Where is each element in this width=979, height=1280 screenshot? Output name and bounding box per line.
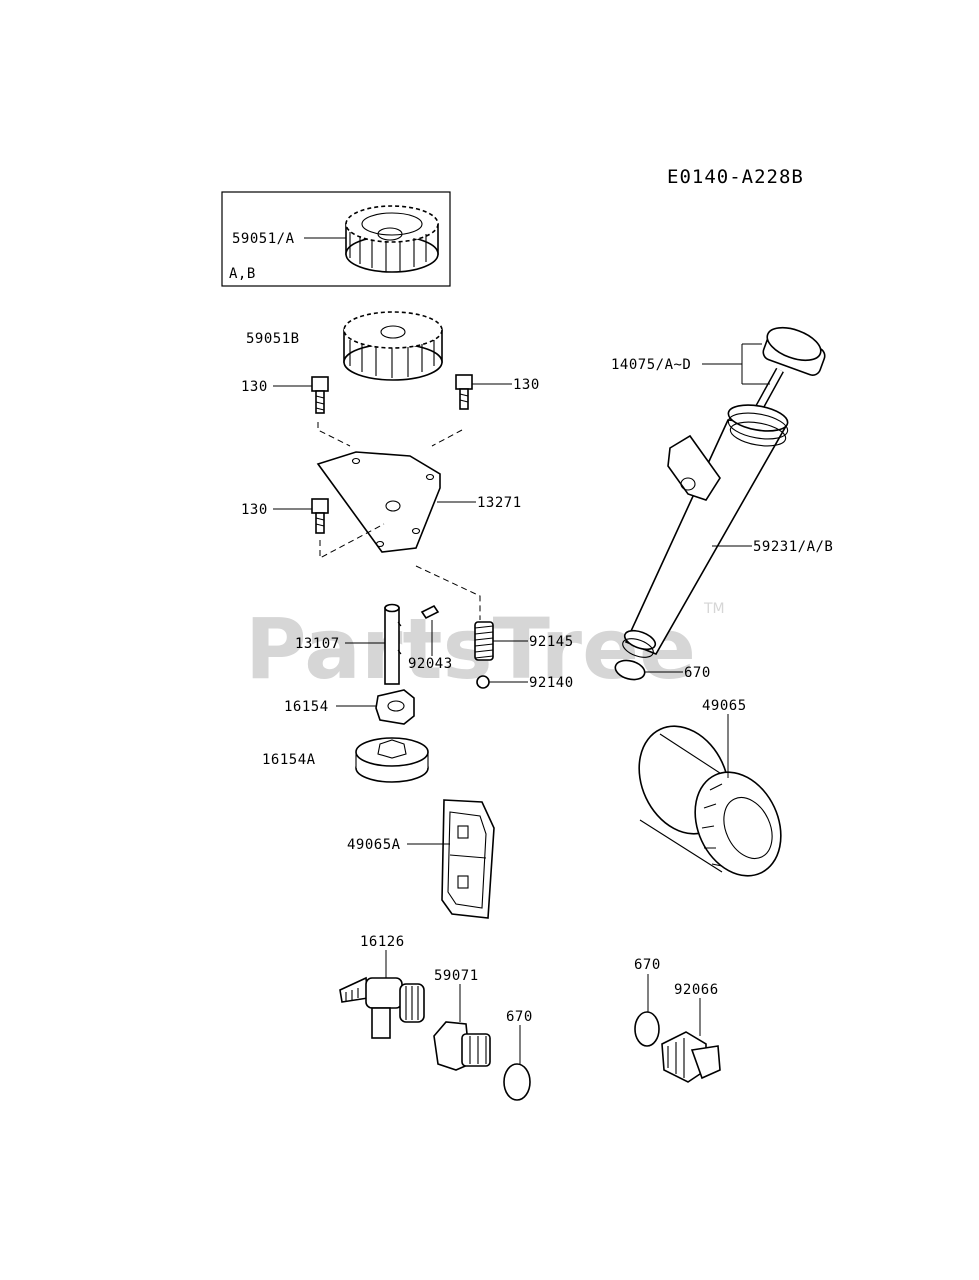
label-92140: 92140 <box>529 675 574 691</box>
shaft-13107[interactable] <box>384 603 402 685</box>
label-670-tube: 670 <box>684 665 711 681</box>
adapter-59071[interactable] <box>433 1021 491 1071</box>
label-59231: 59231/A/B <box>753 539 833 555</box>
label-13271: 13271 <box>477 495 522 511</box>
fitting-16126[interactable] <box>339 976 425 1039</box>
inset-box: A,B <box>221 191 451 287</box>
label-49065: 49065 <box>702 698 747 714</box>
label-59071: 59071 <box>434 968 479 984</box>
plug-92066[interactable] <box>661 1031 721 1083</box>
diagram-code: E0140-A228B <box>667 166 804 188</box>
inset-note: A,B <box>229 266 256 282</box>
rotor-16154[interactable] <box>375 689 415 725</box>
spring-92145[interactable] <box>474 621 494 661</box>
pin-92043[interactable] <box>420 604 440 620</box>
oil-filter-49065[interactable] <box>622 711 797 889</box>
plate-13271[interactable] <box>316 451 441 553</box>
watermark: PartsTree TM <box>245 600 725 698</box>
label-14075: 14075/A~D <box>611 357 691 373</box>
label-130-left-mid: 130 <box>241 502 268 518</box>
tube-59231[interactable] <box>620 401 789 661</box>
oring-670-tube[interactable] <box>613 657 647 682</box>
label-13107: 13107 <box>295 636 340 652</box>
gear-59051a[interactable] <box>345 205 439 273</box>
screen-49065a[interactable] <box>441 799 495 919</box>
label-49065a: 49065A <box>347 837 401 853</box>
label-130-right-top: 130 <box>513 377 540 393</box>
bolt-130-right-top[interactable] <box>455 374 473 410</box>
label-670-bottom: 670 <box>506 1009 533 1025</box>
oring-670-bottom[interactable] <box>503 1063 531 1101</box>
bolt-130-left-top[interactable] <box>311 376 329 414</box>
label-92145: 92145 <box>529 634 574 650</box>
label-92066: 92066 <box>674 982 719 998</box>
ball-92140[interactable] <box>476 675 490 689</box>
rotor-16154a[interactable] <box>355 737 429 783</box>
label-16154a: 16154A <box>262 752 316 768</box>
label-16154: 16154 <box>284 699 329 715</box>
watermark-text: PartsTree <box>245 600 696 698</box>
watermark-trademark: TM <box>703 601 725 617</box>
label-16126: 16126 <box>360 934 405 950</box>
label-59051a: 59051/A <box>232 231 295 247</box>
label-130-left-top: 130 <box>241 379 268 395</box>
gear-59051b[interactable] <box>343 311 443 381</box>
label-92043: 92043 <box>408 656 453 672</box>
label-59051b: 59051B <box>246 331 300 347</box>
bolt-130-left-mid[interactable] <box>311 498 329 534</box>
oring-670-right[interactable] <box>634 1011 660 1047</box>
label-670-right: 670 <box>634 957 661 973</box>
